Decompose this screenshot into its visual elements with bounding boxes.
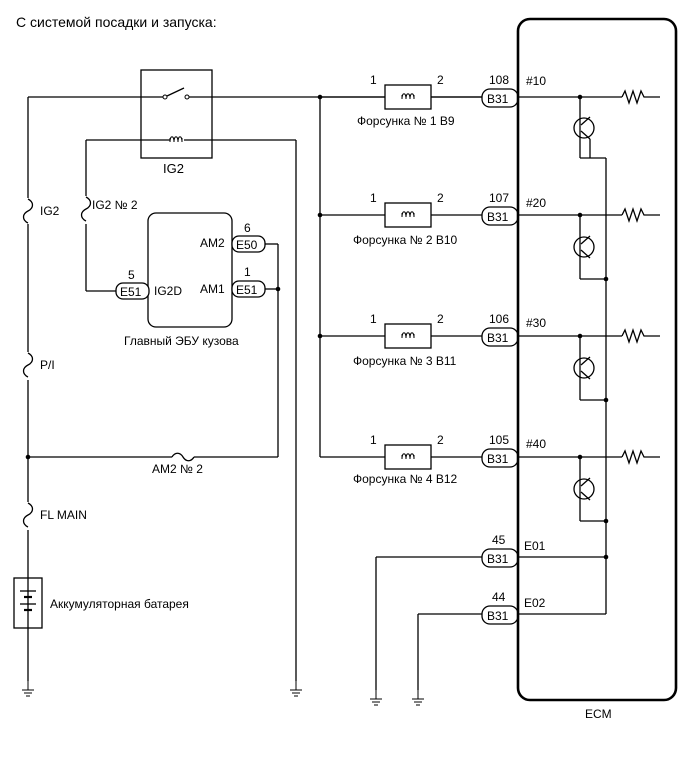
fuse-am2-no2: [171, 452, 195, 462]
signal-20-label: #20: [526, 196, 546, 210]
battery-label: Аккумуляторная батарея: [50, 597, 189, 611]
injector-3-pin2: 2: [437, 312, 444, 326]
signal-30-label: #30: [526, 316, 546, 330]
pin-am1-label: AM1: [200, 282, 225, 296]
connector-b31-label: B31: [487, 609, 509, 623]
injector-1-pin2: 2: [437, 73, 444, 87]
connector-e51-ig2d: [115, 282, 150, 300]
injector-3-pin1: 1: [370, 312, 377, 326]
injector-2-label: Форсунка № 2 B10: [353, 233, 458, 247]
connector-b31-label: B31: [487, 210, 509, 224]
pin-1-label: 1: [244, 265, 251, 279]
injector-4-label: Форсунка № 4 B12: [353, 472, 458, 486]
injector-2-pin2: 2: [437, 191, 444, 205]
resistor-icon: [621, 448, 660, 466]
injector-3-box: [384, 323, 432, 349]
ground-icon: [21, 680, 35, 697]
signal-10-label: #10: [526, 74, 546, 88]
page-title: С системой посадки и запуска:: [16, 14, 217, 30]
pin-6-label: 6: [244, 221, 251, 235]
resistor-icon: [621, 206, 660, 224]
body-ecu-label: Главный ЭБУ кузова: [124, 334, 239, 348]
connector-b31-label: B31: [487, 452, 509, 466]
injector-4-box: [384, 444, 432, 470]
injector-1-pin1: 1: [370, 73, 377, 87]
ecm-pin-106: 106: [489, 312, 509, 326]
injector-1-box: [384, 84, 432, 110]
ecm-pin-45: 45: [492, 533, 506, 547]
signal-e02-label: E02: [524, 596, 546, 610]
injector-4-pin1: 1: [370, 433, 377, 447]
relay-label: IG2: [163, 161, 184, 176]
transistor-icon: [573, 114, 606, 159]
transistor-icon: [573, 355, 606, 401]
ecm-pin-107: 107: [489, 191, 509, 205]
resistor-icon: [621, 327, 660, 345]
injector-4-pin2: 2: [437, 433, 444, 447]
ground-icon: [289, 680, 303, 697]
fuse-fl-main-label: FL MAIN: [40, 508, 87, 522]
injector-1-label: Форсунка № 1 B9: [357, 114, 455, 128]
ground-icon: [411, 689, 425, 706]
fuse-ig2-no2-label: IG2 № 2: [92, 198, 138, 212]
injector-2-pin1: 1: [370, 191, 377, 205]
injector-2-box: [384, 202, 432, 228]
connector-e51-am1-label: E51: [236, 283, 258, 297]
ecm-pin-108: 108: [489, 73, 509, 87]
connector-b31-label: B31: [487, 92, 509, 106]
transistor-icon: [573, 234, 606, 280]
pin-am2-label: AM2: [200, 236, 225, 250]
pin-5-label: 5: [128, 268, 135, 282]
body-ecu-box: [147, 212, 233, 328]
signal-e01-label: E01: [524, 539, 546, 553]
fuse-am2-no2-label: AM2 № 2: [152, 462, 203, 476]
connector-e51-ig2d-label: E51: [120, 285, 142, 299]
signal-40-label: #40: [526, 437, 546, 451]
transistor-icon: [573, 476, 606, 522]
ground-icon: [369, 689, 383, 706]
relay-ig2: [140, 69, 213, 159]
connector-b31-label: B31: [487, 331, 509, 345]
ecm-pin-105: 105: [489, 433, 509, 447]
resistor-icon: [621, 88, 660, 106]
fuse-pi-label: P/I: [40, 358, 55, 372]
ecm-pin-44: 44: [492, 590, 506, 604]
ecm-label: ECM: [585, 707, 612, 721]
connector-b31-label: B31: [487, 552, 509, 566]
pin-ig2d-label: IG2D: [154, 284, 182, 298]
ecm-box: [516, 17, 678, 702]
injector-3-label: Форсунка № 3 B11: [353, 354, 457, 368]
fuse-ig2-label: IG2: [40, 204, 60, 218]
connector-e50-am2-label: E50: [236, 238, 258, 252]
